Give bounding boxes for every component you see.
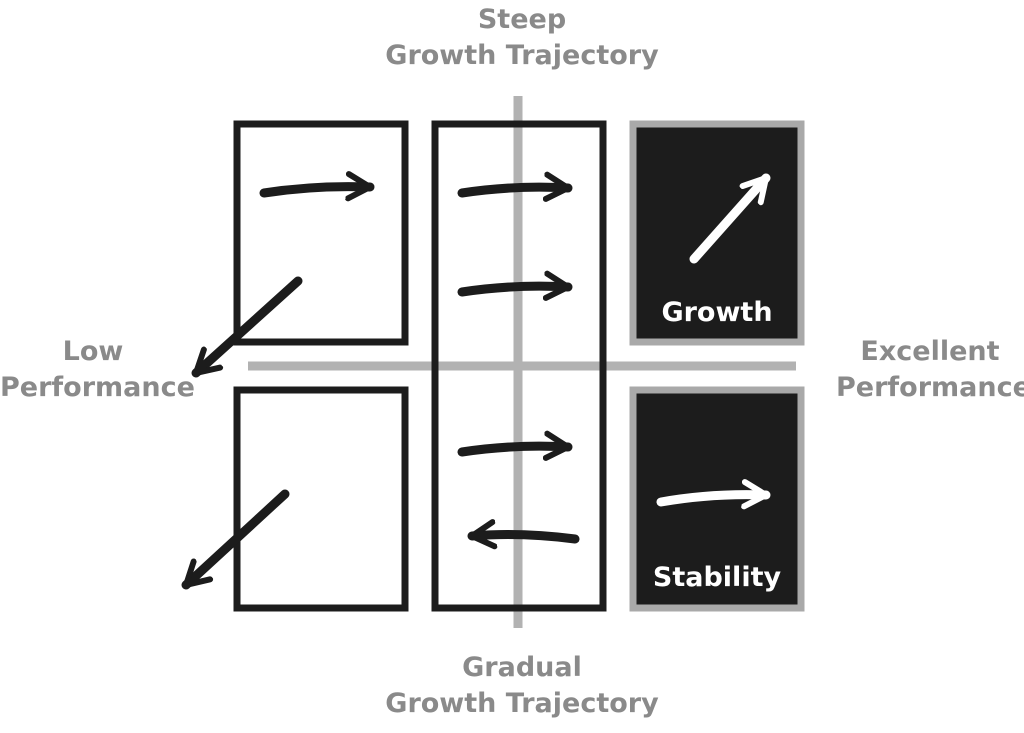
low-performance-label-line-1: Low [62,336,124,367]
up-right-arrow-icon [689,173,771,264]
right-arrow-icon [457,446,573,452]
steep-growth-label-line-1: Steep [477,4,567,35]
gradual-growth-label-line-2: Growth Trajectory [385,688,659,719]
right-arrow-icon [457,286,573,292]
down-left-arrow-icon [181,489,290,590]
steep-growth-label: Steep Growth Trajectory [362,2,682,74]
middle-column-box [431,120,607,612]
gradual-growth-label: Gradual Growth Trajectory [362,650,682,722]
growth-box-label: Growth [661,297,773,328]
down-left-arrow-icon [191,276,303,378]
low-performance-label-line-2: Performance [0,372,195,403]
steep-growth-label-line-2: Growth Trajectory [385,40,659,71]
right-arrow-icon [457,187,573,193]
excellent-performance-label-line-2: Performance [836,372,1024,403]
right-arrow-icon [259,187,375,193]
gradual-growth-label-line-1: Gradual [462,652,582,683]
low-gradual-box [233,386,409,612]
stability-box-label: Stability [652,562,782,593]
excellent-performance-label-line-1: Excellent [860,336,1000,367]
right-arrow-icon [656,495,771,502]
low-performance-label: Low Performance [0,334,195,406]
excellent-performance-label: Excellent Performance [836,334,1024,406]
low-steep-box [233,120,409,346]
growth-box [629,120,805,346]
left-arrow-icon [467,535,580,539]
